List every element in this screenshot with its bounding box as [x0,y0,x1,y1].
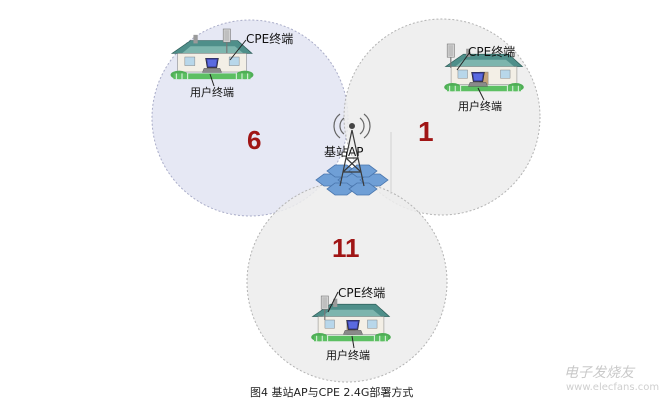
user-terminal-label: 用户终端 [458,100,502,113]
channel-number: 6 [247,125,262,155]
cpe-label: CPE终端 [468,45,516,59]
coverage-cell-channel-11 [246,181,448,383]
base-station-label: 基站AP [324,145,364,159]
user-terminal-label: 用户终端 [326,349,370,362]
channel-number: 11 [332,233,360,263]
channel-number: 1 [418,116,434,147]
figure-caption: 图4 基站AP与CPE 2.4G部署方式 [250,386,414,399]
cpe-label: CPE终端 [338,286,386,300]
watermark-url: www.elecfans.com [566,382,660,393]
watermark-brand: 电子发烧友 [564,365,634,381]
user-terminal-label: 用户终端 [190,86,234,99]
base-station-tower-icon [315,113,389,196]
cpe-label: CPE终端 [246,32,294,46]
